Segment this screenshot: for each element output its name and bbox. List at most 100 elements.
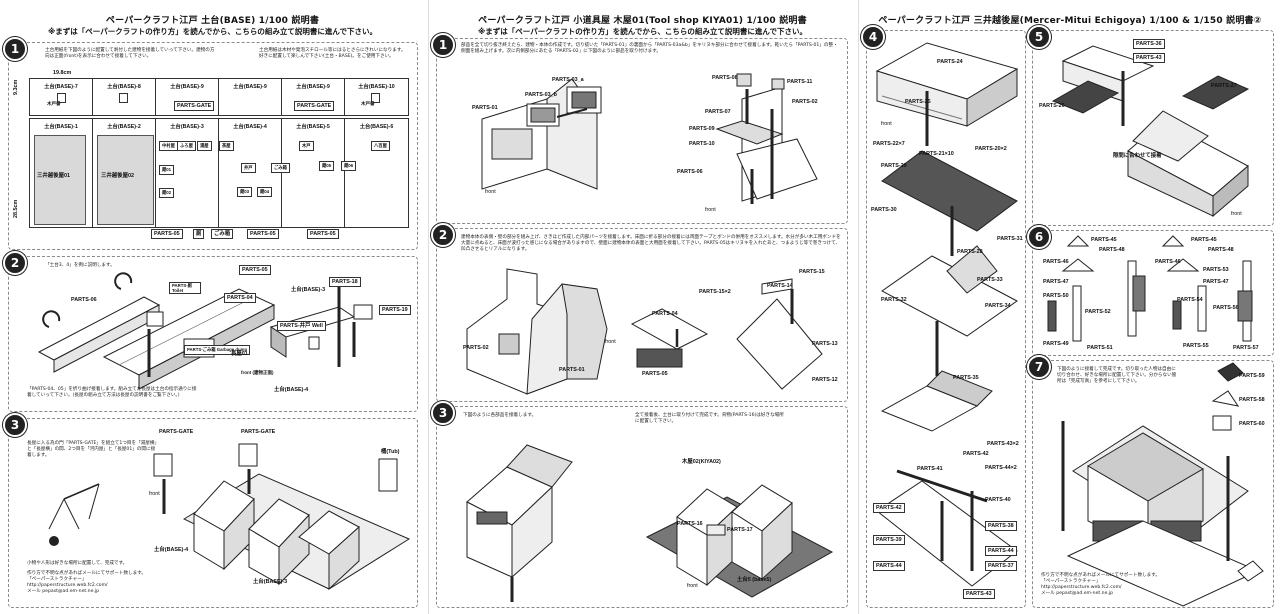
step6-illustration (1047, 235, 1253, 342)
part-label: PARTS-52 (1085, 309, 1111, 315)
sheet-kiya01: ペーパークラフト江戸 小道具屋 木屋01(Tool shop KIYA01) 1… (430, 0, 855, 614)
contact-email: メール pepast@ad.em-net.ne.jp (1041, 591, 1114, 596)
part-label: PARTS-12 (812, 377, 838, 383)
base-cell: 土台(BASE)-6 (359, 124, 394, 130)
footprint-item: ごみ箱 (271, 163, 290, 173)
part-label: PARTS-05 (642, 371, 668, 377)
contact-line: 「ペーパーストラクチャー」 (27, 577, 87, 582)
part-label: PARTS-46 (1043, 259, 1069, 265)
part-label: 土台5 (base5) (737, 577, 772, 583)
part-label: 土台(BASE)-3 (253, 579, 288, 585)
step3-illustration (48, 443, 411, 591)
step-note: 土台用紙は木材や発泡スチロール等にはるとさらにきれいになります。好きに配置して楽… (259, 48, 406, 59)
step-note: 土台用紙を下図のように配置して剥付した建物を接着していって下さい。建物の方向は正… (45, 48, 215, 59)
step-number: 7 (1027, 355, 1051, 379)
part-label: PARTS-41 (917, 466, 943, 472)
step-panel-2: 2 「土台3、4」を例に説明します。 PARTS-06 PARTS-05 PAR… (3, 251, 418, 412)
footprint-item: 中村屋 (159, 141, 178, 151)
footprint-item: 蔵03 (237, 187, 253, 197)
part-label: PARTS-43 (963, 589, 995, 599)
part-label: PARTS-14 (767, 283, 793, 289)
sheet-divider (858, 0, 859, 614)
contact-line: 作り方で不明な点があればメールにてサポート致します。 (1041, 573, 1160, 578)
part-label: PARTS-04 (224, 293, 256, 303)
footprint-item: ふろ屋 (177, 141, 196, 151)
instruction-label: 隙間に合わせて接着 (1113, 153, 1162, 159)
part-label: PARTS-03_a (552, 77, 584, 83)
part-label: PARTS-07 (705, 109, 731, 115)
step-number: 4 (861, 25, 885, 49)
part-label: PARTS-29 (881, 163, 907, 169)
contact-url: http://paperstructure.web.fc2.com/ (1041, 585, 1122, 590)
front-label: front (705, 207, 716, 213)
sheet-base: ペーパークラフト江戸 土台(BASE) 1/100 説明書 ※まずは「ペーパーク… (0, 0, 425, 614)
parts-callout: PARTS-05 (151, 229, 183, 239)
base-cell: 土台(BASE)-9 (156, 79, 219, 115)
part-label: PARTS-21×10 (919, 151, 954, 157)
step-number: 2 (3, 251, 27, 275)
part-label: PARTS-24 (937, 59, 963, 65)
footprint-item: 木戸 (299, 141, 314, 151)
base-cell: 土台(BASE)-4 (219, 119, 282, 227)
step-note: 下図のように接着して完成です。切り取った人物は自由に切り合わせ、好きな場所に配置… (1057, 367, 1177, 384)
part-label: PARTS-54 (1177, 297, 1203, 303)
front-label: front (687, 583, 698, 589)
step-panel-6: 6 PARTS-45 PARTS-46 PARTS-47 PARTS-48 PA… (1027, 225, 1274, 356)
kidoban-label: 木戸番 (361, 101, 375, 106)
footprint-item: 蔵05 (319, 161, 335, 171)
building-label: 三井越後屋02 (101, 173, 134, 179)
part-label: PARTS-15×2 (699, 289, 731, 295)
step-panel-1: 1 土台用紙を下図のように配置して剥付した建物を接着していって下さい。建物の方向… (3, 37, 418, 250)
part-label: PARTS-44 (985, 546, 1017, 556)
part-label: PARTS-38 (985, 521, 1017, 531)
front-label: front (605, 339, 616, 345)
step-panel-2: 2 建物本体の表側・壁の部分を組み上げ、さきほど作成した内部パーツを接着します。… (431, 223, 848, 402)
part-label: PARTS-60 (1239, 421, 1265, 427)
step-panel-4: 4 PARTS-24 PARTS-25 front PARTS-22×7 PAR… (861, 25, 1026, 608)
footprint-item: 茶屋 (219, 141, 234, 151)
part-label: PARTS-42 (963, 451, 989, 457)
part-label: PARTS-16 (677, 521, 703, 527)
part-label: PARTS-37 (985, 561, 1017, 571)
part-label: 土台(BASE)-4 (154, 547, 189, 553)
part-label: PARTS-39 (873, 535, 905, 545)
base-cell: 土台(BASE)-2 (93, 119, 156, 227)
step-note: 下図のように各部品を接着します。 (463, 413, 537, 418)
parts-callout: ごみ箱 (211, 229, 234, 239)
part-label: PARTS-45 (1091, 237, 1117, 243)
part-label: PARTS-05 (239, 265, 271, 275)
small-building-mark (119, 93, 128, 103)
part-label: 土台(BASE)-3 (291, 287, 326, 293)
part-label: 長屋01 (231, 351, 248, 357)
part-label: PARTS-48 (1208, 247, 1234, 253)
step-number: 1 (431, 33, 455, 57)
front-label: front (1231, 211, 1242, 217)
part-label: PARTS-11 (787, 79, 813, 85)
part-label: PARTS-GATE (159, 429, 194, 435)
part-label: PARTS-井戸 Well (277, 321, 326, 331)
part-label: 桶(Tub) (381, 449, 400, 455)
part-label: PARTS-03_b (525, 92, 557, 98)
parts-gate-label: PARTS-GATE (174, 101, 215, 111)
dimension-label: 9.3cm (13, 79, 19, 95)
dimension-label: 19.8cm (53, 70, 72, 76)
part-label: 木屋02(KIYA02) (682, 459, 721, 465)
parts-gate-label: PARTS-GATE (294, 101, 335, 111)
step-panel-1: 1 部品を全て切り抜き終えたら、建物・本体の作成です。切り抜いた「PARTS-0… (431, 33, 848, 224)
footprint-item: 蔵01 (159, 165, 175, 175)
base-grid-bottom: 土台(BASE)-1 土台(BASE)-2 土台(BASE)-3 土台(BASE… (29, 118, 409, 228)
contact-line: 「ペーパーストラクチャー」 (1041, 579, 1101, 584)
small-building-mark (371, 93, 380, 103)
step-number: 3 (431, 401, 455, 425)
part-label: PARTS-GATE (241, 429, 276, 435)
step-number: 5 (1027, 25, 1051, 49)
step4-illustration (875, 42, 1019, 587)
step2-illustration (466, 268, 823, 395)
part-label: PARTS-57 (1233, 345, 1259, 351)
part-label: PARTS-15 (799, 269, 825, 275)
part-label: PARTS-34 (985, 303, 1011, 309)
part-label: PARTS-28 (957, 249, 983, 255)
part-label: PARTS-51 (1087, 345, 1113, 351)
part-label: PARTS-25 (905, 99, 931, 105)
kidoban-label: 木戸番 (47, 101, 61, 106)
